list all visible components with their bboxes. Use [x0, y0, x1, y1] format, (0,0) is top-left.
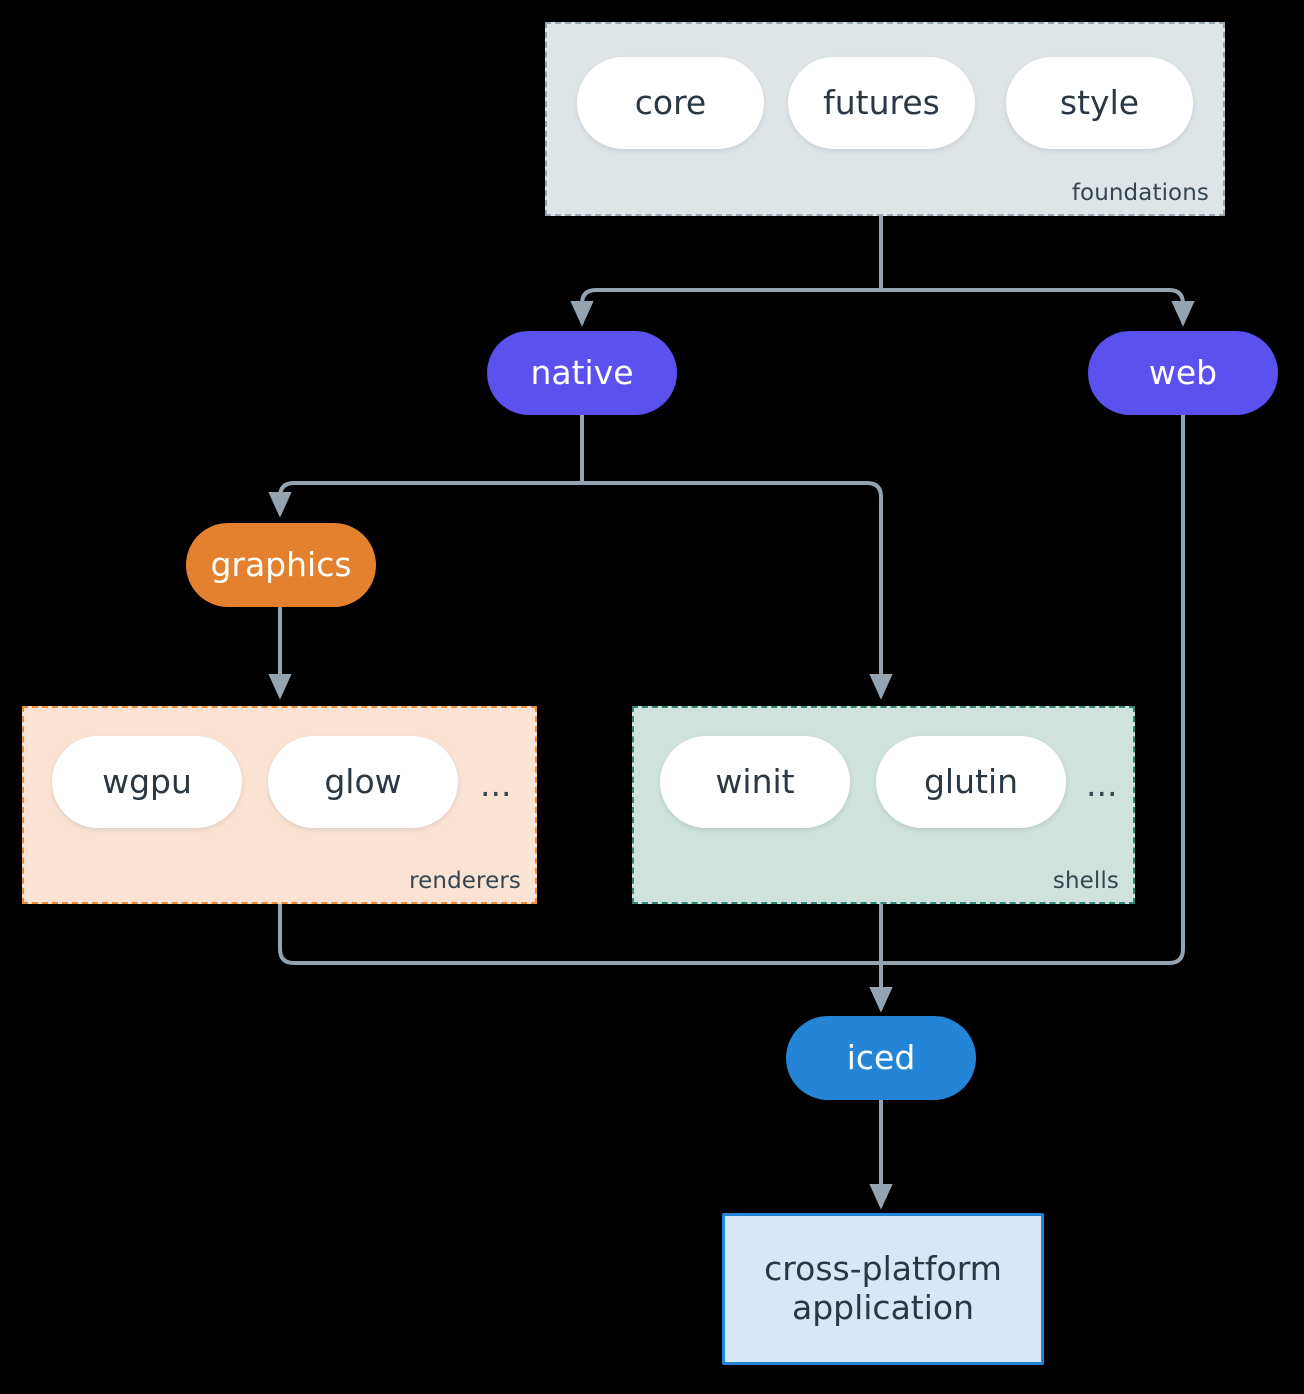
edge-renderers-to-merge [278, 903, 883, 965]
edge-foundations-to-web [879, 288, 1195, 327]
edge-native-to-graphics [268, 481, 584, 518]
node-iced[interactable]: iced [786, 1016, 976, 1100]
node-web[interactable]: web [1088, 331, 1278, 415]
shells-item-glutin-label: glutin [923, 761, 1019, 801]
foundations-item-core-label: core [634, 82, 707, 122]
group-foundations-label: foundations [1071, 180, 1209, 206]
group-shells: winit glutin ... shells [632, 706, 1135, 904]
node-application-line2: application [791, 1288, 975, 1327]
shells-item-winit[interactable]: winit [660, 736, 850, 828]
shells-item-glutin[interactable]: glutin [876, 736, 1066, 828]
edge-foundations-to-native [570, 288, 883, 327]
group-renderers: wgpu glow ... renderers [22, 706, 537, 904]
group-renderers-label: renderers [409, 868, 521, 894]
renderers-more-ellipsis: ... [480, 765, 512, 804]
foundations-item-futures-label: futures [823, 82, 940, 122]
node-application-line1: cross-platform [764, 1249, 1002, 1289]
node-native[interactable]: native [487, 331, 677, 415]
shells-item-winit-label: winit [715, 761, 795, 801]
foundations-item-style-label: style [1059, 82, 1140, 122]
group-shells-label: shells [1052, 868, 1119, 894]
foundations-item-futures[interactable]: futures [788, 57, 975, 149]
node-iced-label: iced [846, 1037, 916, 1077]
node-native-label: native [530, 352, 634, 392]
renderers-item-glow-label: glow [324, 761, 402, 801]
renderers-item-wgpu[interactable]: wgpu [52, 736, 242, 828]
foundations-item-core[interactable]: core [577, 57, 764, 149]
node-application[interactable]: cross-platform application [722, 1213, 1044, 1365]
group-foundations: core futures style foundations [545, 22, 1225, 216]
node-web-label: web [1148, 352, 1218, 392]
edge-native-to-shells [580, 481, 893, 700]
renderers-item-glow[interactable]: glow [268, 736, 458, 828]
renderers-item-wgpu-label: wgpu [102, 761, 192, 801]
shells-more-ellipsis: ... [1086, 765, 1118, 804]
node-graphics-label: graphics [210, 544, 352, 584]
node-graphics[interactable]: graphics [186, 523, 376, 607]
foundations-item-style[interactable]: style [1006, 57, 1193, 149]
